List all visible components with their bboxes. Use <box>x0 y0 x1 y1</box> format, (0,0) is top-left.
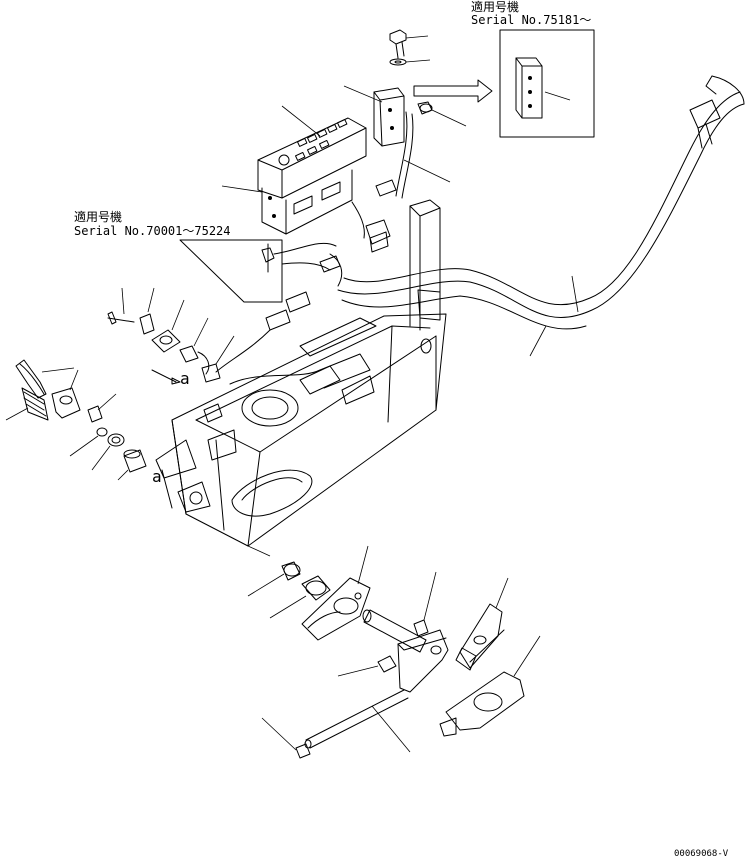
top-bolt <box>389 29 429 59</box>
serial-box-left <box>179 239 337 303</box>
arrow-right-icon <box>413 79 493 103</box>
small-parts-left <box>5 287 235 481</box>
serial-box-upper <box>499 29 595 138</box>
reference-letter-a-upper: a <box>180 369 190 388</box>
drawing-number: 00069068-V <box>674 849 729 859</box>
console-frame <box>155 199 447 557</box>
lower-assembly <box>247 545 541 759</box>
mounting-bracket <box>343 85 405 147</box>
top-washer <box>389 58 431 66</box>
left-callout-title: 適用号機 <box>74 210 123 224</box>
monitor-harness <box>319 111 451 287</box>
upper-callout-serial: Serial No.75181～ <box>471 13 592 27</box>
left-callout-serial: Serial No.70001～75224 <box>74 224 231 238</box>
connector-nut <box>417 101 467 127</box>
monitor-unit <box>221 105 367 235</box>
upper-callout-title: 適用号機 <box>471 0 520 14</box>
main-cable <box>337 75 745 357</box>
reference-letter-a-lower: a <box>152 467 162 486</box>
